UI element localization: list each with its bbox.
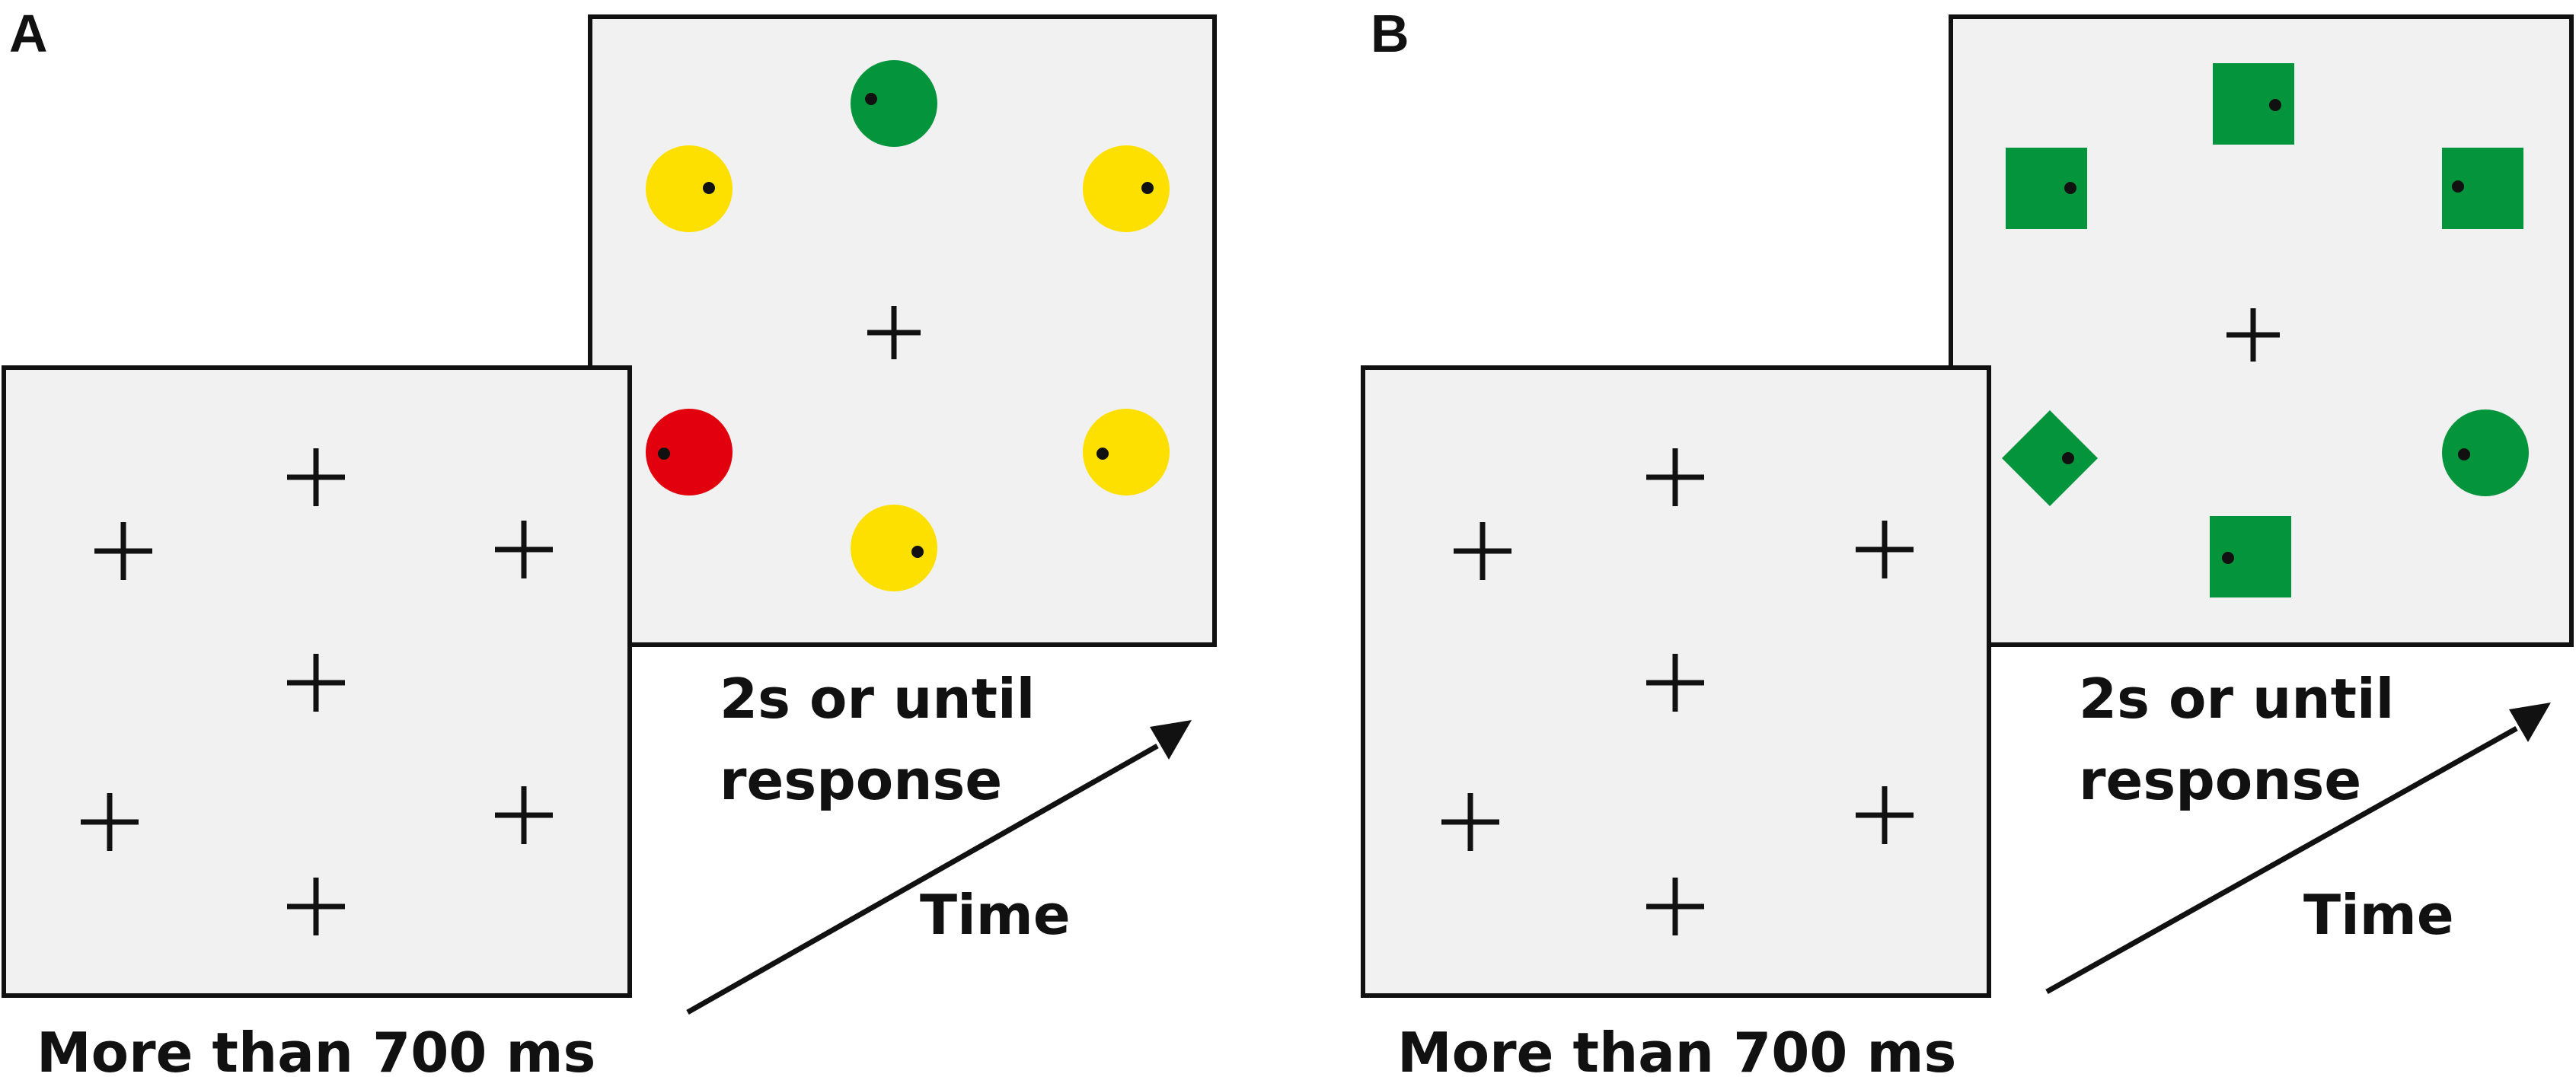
panel-b-search-caption-line1: 2s or until: [2079, 667, 2394, 731]
panel-a-fixation-cross-center: [287, 654, 345, 712]
panel-b-item-4: [2442, 409, 2529, 496]
panel-a-search-fixation-cross: [867, 306, 921, 359]
panel-a-fixation-caption: More than 700 ms: [37, 1021, 595, 1077]
panel-a-item-2-dot: [1141, 182, 1154, 194]
panel-b-item-1-dot: [2064, 182, 2076, 194]
panel-a-item-3-shape: [646, 409, 733, 495]
panel-b-item-0-shape: [2213, 63, 2294, 145]
panel-a-letter: A: [9, 4, 48, 63]
panel-b-search-display: [1949, 14, 2574, 647]
panel-a-item-5-dot: [911, 546, 924, 558]
panel-a-time-arrow: [686, 720, 1192, 1015]
panel-a-search-display: [588, 14, 1217, 647]
panel-b-search-fixation-cross: [2226, 308, 2280, 362]
panel-a-item-1: [646, 145, 733, 232]
panel-b-item-0: [2213, 63, 2294, 145]
panel-b-item-5-shape: [2210, 516, 2291, 597]
panel-a-fixation-cross-lower-right: [495, 786, 553, 844]
panel-a-fixation-display: [2, 365, 632, 998]
panel-a: A: [2, 4, 1217, 1077]
panel-b-item-3: [2002, 410, 2098, 506]
panel-a-item-0-dot: [865, 93, 877, 105]
panel-a-item-3-dot: [658, 448, 670, 460]
panel-b-fixation-cross-upper-right: [1856, 521, 1914, 578]
panel-a-time-label: Time: [920, 883, 1071, 947]
panel-b-item-3-dot: [2062, 452, 2074, 464]
panel-a-item-0: [851, 60, 937, 147]
panel-a-search-items: [646, 60, 1170, 591]
panel-a-fixation-cross-upper-left: [94, 522, 152, 580]
panel-b-search-caption-line2: response: [2079, 748, 2361, 812]
panel-a-item-5: [851, 505, 937, 591]
panel-b-item-0-dot: [2269, 99, 2281, 111]
panel-a-item-2-shape: [1083, 145, 1170, 232]
panel-a-fixation-cross-top: [287, 448, 345, 506]
panel-b-fixation-cross-bottom: [1646, 878, 1704, 935]
panel-a-fixation-cross-bottom: [287, 878, 345, 935]
panel-b: B: [1361, 4, 2574, 1077]
panel-b-item-2: [2442, 148, 2523, 229]
panel-b-fixation-caption: More than 700 ms: [1397, 1021, 1956, 1077]
panel-b-fixation-display: [1361, 365, 1991, 998]
panel-a-item-4: [1083, 409, 1170, 495]
panel-b-item-1: [2006, 148, 2087, 229]
panel-b-letter: B: [1371, 4, 1409, 63]
panel-a-item-5-shape: [851, 505, 937, 591]
panel-b-item-5-dot: [2222, 552, 2234, 564]
panel-b-item-4-shape: [2442, 409, 2529, 496]
panel-a-search-caption-line1: 2s or until: [720, 667, 1035, 731]
panel-b-fixation-cross-lower-left: [1441, 793, 1499, 851]
panel-b-item-4-dot: [2458, 448, 2470, 460]
panel-b-fixation-cross-lower-right: [1856, 786, 1914, 844]
panel-a-item-1-dot: [703, 182, 715, 194]
panel-a-fixation-cross-lower-left: [81, 793, 139, 851]
panel-b-fixation-cross-upper-left: [1454, 522, 1511, 580]
panel-a-search-caption-line2: response: [720, 748, 1002, 812]
panel-b-fixation-cross-center: [1646, 654, 1704, 712]
panel-a-item-1-shape: [646, 145, 733, 232]
panel-a-time-arrow-line: [686, 743, 1159, 1015]
panel-a-item-2: [1083, 145, 1170, 232]
panel-a-item-3: [646, 409, 733, 495]
panel-b-time-arrow: [2045, 703, 2551, 995]
panel-b-time-arrow-head: [2509, 703, 2551, 742]
panel-a-item-4-dot: [1096, 448, 1109, 460]
panel-b-fixation-cross-top: [1646, 448, 1704, 506]
panel-b-item-5: [2210, 516, 2291, 597]
panel-a-fixation-cross-upper-right: [495, 521, 553, 578]
panel-a-item-0-shape: [851, 60, 937, 147]
panel-a-item-4-shape: [1083, 409, 1170, 495]
panel-b-item-2-dot: [2452, 180, 2464, 193]
panel-b-search-items: [2002, 63, 2529, 597]
panel-a-time-arrow-head: [1150, 720, 1192, 760]
panel-b-item-3-shape: [2002, 410, 2098, 506]
panel-b-time-label: Time: [2303, 883, 2454, 947]
panel-b-time-arrow-line: [2045, 725, 2518, 995]
